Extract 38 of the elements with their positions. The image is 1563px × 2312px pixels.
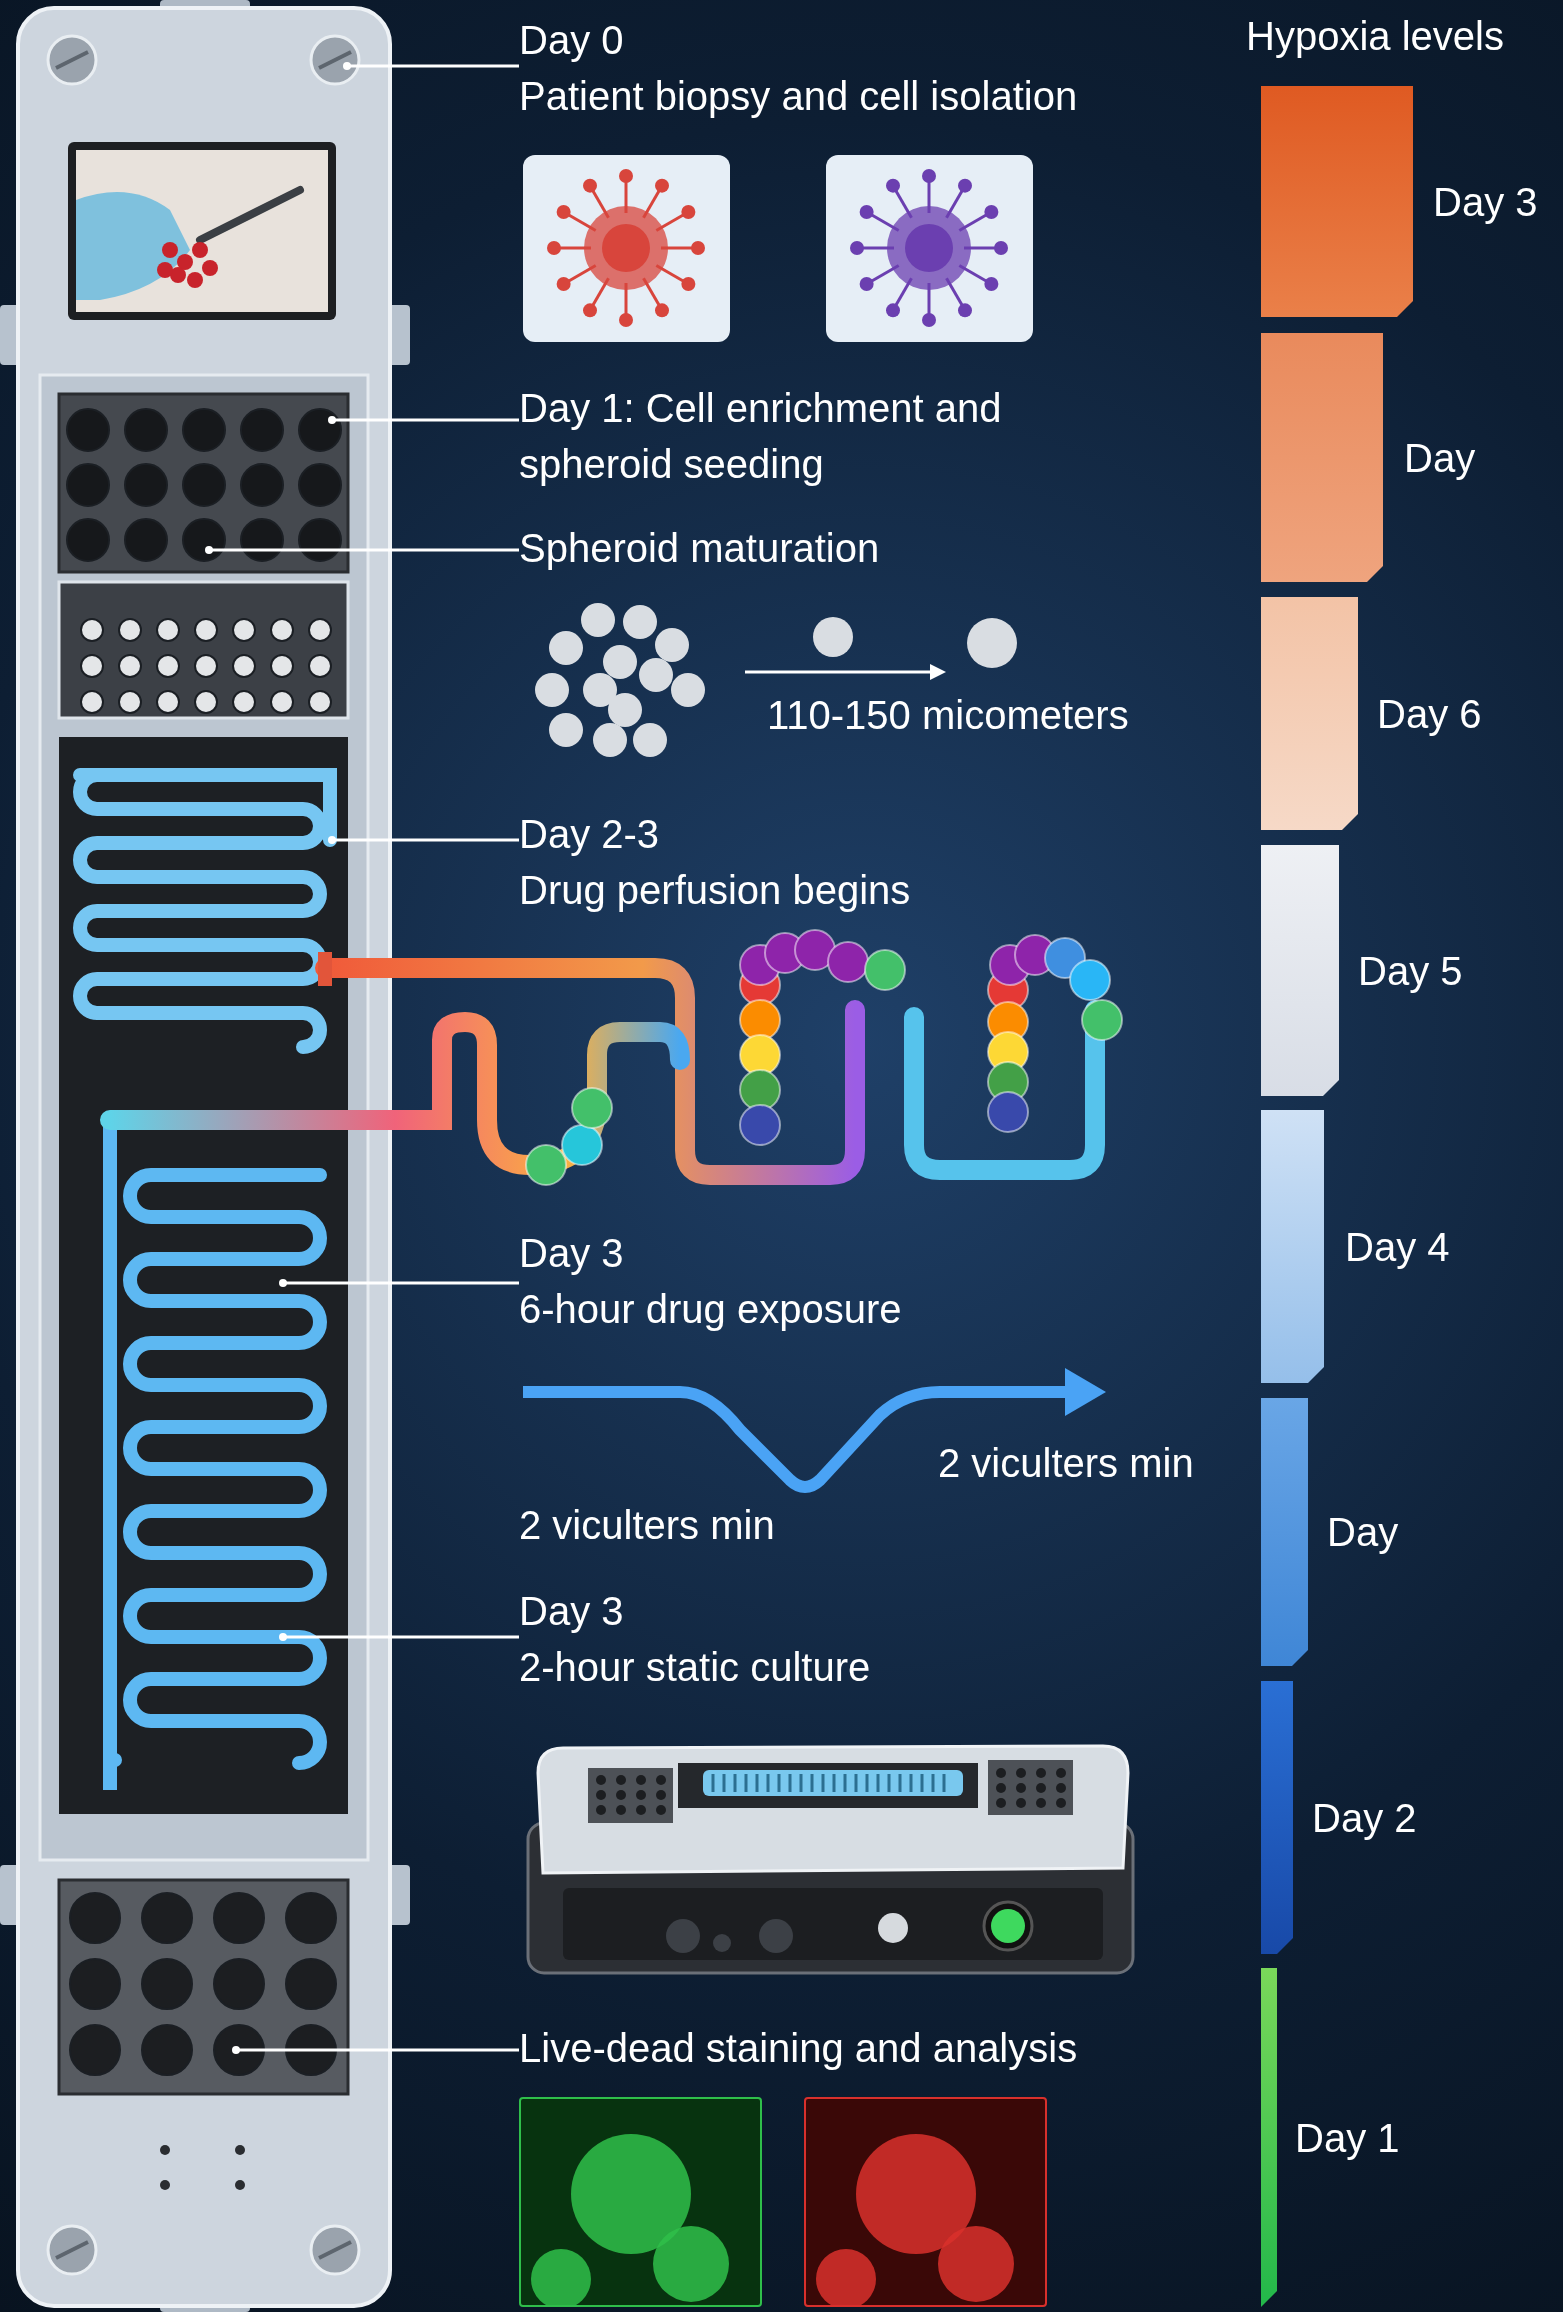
- hypoxia-bar: [1261, 333, 1383, 582]
- hypoxia-bar: [1261, 597, 1358, 830]
- chart-title: Hypoxia levels: [1246, 13, 1504, 60]
- leader-line: [279, 1279, 519, 1287]
- bar-label: Day 3: [1433, 178, 1538, 226]
- step-heading: Day 3: [519, 1230, 625, 1277]
- step-description: 2-hour static culture: [519, 1644, 872, 1691]
- bar-label: Day 1: [1295, 2114, 1400, 2162]
- bar-label: Day 2: [1312, 1794, 1417, 1842]
- leader-line: [328, 416, 519, 424]
- hypoxia-bar: [1261, 1398, 1308, 1666]
- step-description: Drug perfusion begins: [519, 867, 912, 914]
- step-heading: Day 0: [519, 17, 625, 64]
- step-heading: Day 3: [519, 1588, 625, 1635]
- step-description: 6-hour drug exposure: [519, 1286, 903, 1333]
- hypoxia-bar: [1261, 1110, 1324, 1383]
- bar-label: Day 4: [1345, 1223, 1450, 1271]
- leader-line: [232, 2046, 519, 2054]
- leader-line: [343, 62, 519, 70]
- measurement-label: 110-150 micometers: [767, 692, 1130, 739]
- step-label: Spheroid maturation: [519, 520, 1119, 576]
- hypoxia-bar: [1261, 1681, 1293, 1954]
- leader-line: [205, 546, 519, 554]
- step-description: Patient biopsy and cell isolation: [519, 73, 1079, 120]
- bar-label: Day 5: [1358, 947, 1463, 995]
- step-label: Day 1: Cell enrichment and spheroid seeding: [519, 380, 1119, 492]
- bar-label: Day 6: [1377, 690, 1482, 738]
- hypoxia-bar: [1261, 845, 1339, 1096]
- measurement-label: 2 viculters min: [938, 1440, 1195, 1487]
- measurement-label: 2 viculters min: [519, 1502, 776, 1549]
- step-label: Live-dead staining and analysis: [519, 2020, 1219, 2076]
- leader-line: [328, 836, 519, 844]
- hypoxia-bar: [1261, 86, 1413, 317]
- step-heading: Day 2-3: [519, 811, 661, 858]
- bar-label: Day: [1327, 1509, 1399, 1556]
- bar-label: Day: [1404, 434, 1476, 482]
- hypoxia-bar: [1261, 1968, 1277, 2307]
- leader-line: [279, 1633, 519, 1641]
